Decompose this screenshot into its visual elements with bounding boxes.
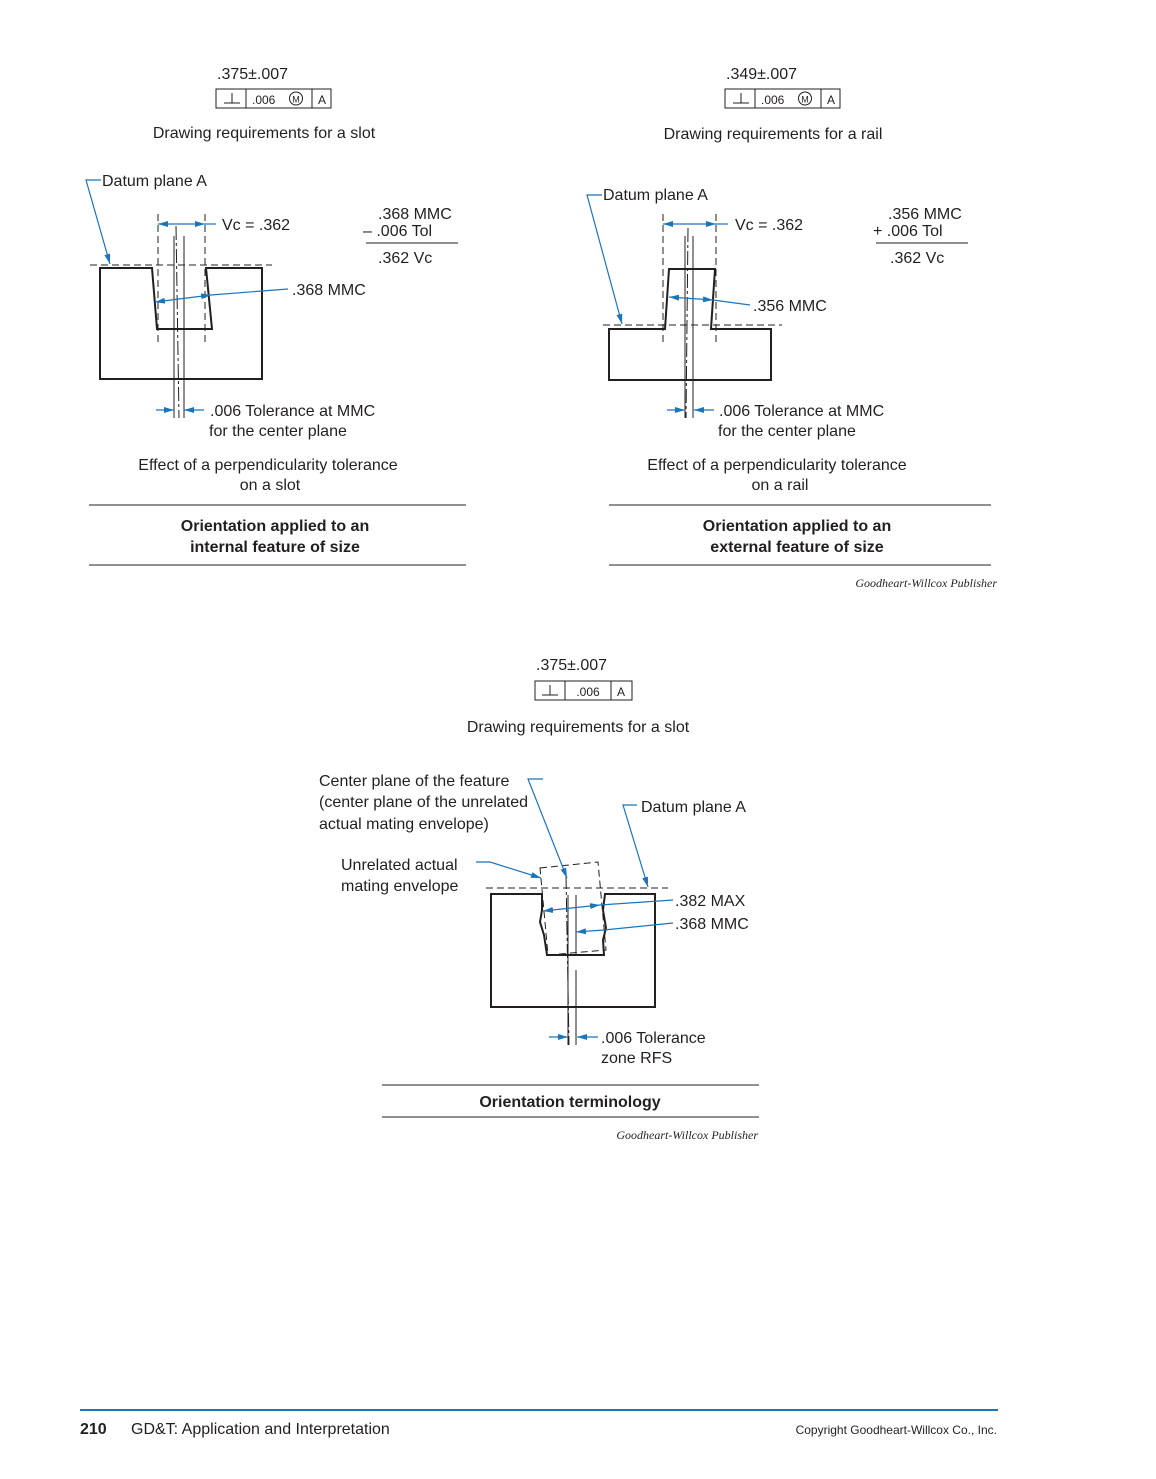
slot-title-line2: internal feature of size — [190, 539, 360, 556]
slot-feature-control-frame: .006 M A — [215, 88, 332, 109]
slot-tol-line1: .006 Tolerance at MMC — [210, 403, 375, 420]
slot-part-outline — [99, 267, 263, 380]
term-center-line2: (center plane of the unrelated — [319, 794, 528, 811]
term-credit: Goodheart-Willcox Publisher — [616, 1128, 758, 1142]
term-tol-line2: zone RFS — [601, 1050, 672, 1067]
slot-fcf-datum: A — [318, 93, 326, 107]
mmc-modifier-icon — [289, 91, 303, 106]
perpendicularity-symbol-icon — [733, 93, 749, 104]
slot-fcf-modifier: M — [292, 95, 300, 105]
rail-tol-line1: .006 Tolerance at MMC — [719, 403, 884, 420]
rail-fcf-datum: A — [827, 93, 835, 107]
rail-mmc-label: .356 MMC — [753, 298, 827, 315]
slot-tol-line2: for the center plane — [209, 423, 347, 440]
rail-calc-result: .362 Vc — [890, 250, 944, 267]
figure-rail: .349±.007 .006 M A Drawing requirements … — [586, 66, 997, 590]
slot-datum-leader — [85, 179, 111, 265]
term-center-line1: Center plane of the feature — [319, 773, 509, 790]
figure-terminology: .375±.007 .006 A Drawing requirements fo… — [319, 657, 759, 1142]
perpendicularity-symbol-icon — [542, 685, 558, 696]
term-center-line3: actual mating envelope) — [319, 816, 489, 833]
slot-title-line1: Orientation applied to an — [181, 518, 369, 535]
term-mmc-label: .368 MMC — [675, 916, 749, 933]
rail-part-outline — [608, 268, 772, 381]
book-title: GD&T: Application and Interpretation — [131, 1421, 390, 1438]
rail-effect-line2: on a rail — [752, 477, 809, 494]
rail-vc-label: Vc = .362 — [735, 217, 803, 234]
term-datum-label: Datum plane A — [641, 799, 746, 816]
mmc-modifier-icon — [798, 91, 812, 106]
slot-center-plane — [175, 225, 180, 419]
term-fcf-tolerance: .006 — [576, 685, 600, 699]
rail-caption-top: Drawing requirements for a rail — [664, 126, 883, 143]
term-max-label: .382 MAX — [675, 893, 746, 910]
term-max-dimension-line — [542, 903, 601, 913]
term-envelope-line2: mating envelope — [341, 878, 459, 895]
perpendicularity-symbol-icon — [224, 93, 240, 104]
slot-caption-top: Drawing requirements for a slot — [153, 125, 376, 142]
page-footer: 210 GD&T: Application and Interpretation… — [80, 1409, 998, 1438]
term-feature-control-frame: .006 A — [534, 680, 633, 701]
slot-dimension: .375±.007 — [217, 66, 288, 83]
rail-effect-line1: Effect of a perpendicularity tolerance — [647, 457, 907, 474]
rail-calc-line1: .356 MMC — [888, 206, 962, 223]
rail-title-line1: Orientation applied to an — [703, 518, 891, 535]
rail-fcf-modifier: M — [801, 95, 809, 105]
slot-fcf-tolerance: .006 — [252, 93, 276, 107]
term-part-outline — [490, 893, 656, 1008]
rail-datum-label: Datum plane A — [603, 187, 708, 204]
term-envelope-leader — [476, 861, 542, 879]
rail-dimension: .349±.007 — [726, 66, 797, 83]
slot-calc-line1: .368 MMC — [378, 206, 452, 223]
term-caption-top: Drawing requirements for a slot — [467, 719, 690, 736]
slot-datum-label: Datum plane A — [102, 173, 207, 190]
term-mmc-dimension-line — [575, 928, 605, 935]
term-fcf-datum: A — [617, 685, 625, 699]
term-mating-envelope — [539, 861, 607, 956]
slot-calc-line2: – .006 Tol — [363, 223, 432, 240]
rail-calc-line2: + .006 Tol — [873, 223, 943, 240]
slot-effect-line1: Effect of a perpendicularity tolerance — [138, 457, 398, 474]
rail-datum-leader — [586, 194, 623, 325]
term-envelope-line1: Unrelated actual — [341, 857, 458, 874]
term-tol-line1: .006 Tolerance — [601, 1030, 706, 1047]
slot-calc-result: .362 Vc — [378, 250, 432, 267]
rail-tol-line2: for the center plane — [718, 423, 856, 440]
rail-center-plane — [685, 227, 689, 419]
slot-effect-line2: on a slot — [240, 477, 301, 494]
rail-feature-control-frame: .006 M A — [724, 88, 841, 109]
rail-title-line2: external feature of size — [710, 539, 884, 556]
slot-mmc-label: .368 MMC — [292, 282, 366, 299]
term-title: Orientation terminology — [479, 1094, 660, 1111]
rail-mmc-dimension-line — [668, 294, 714, 303]
page-number: 210 — [80, 1421, 107, 1438]
rail-credit: Goodheart-Willcox Publisher — [855, 576, 997, 590]
figure-slot: .375±.007 .006 M A Drawing requirements … — [85, 66, 466, 566]
rail-fcf-tolerance: .006 — [761, 93, 785, 107]
copyright-text: Copyright Goodheart-Willcox Co., Inc. — [796, 1423, 997, 1437]
slot-vc-label: Vc = .362 — [222, 217, 290, 234]
term-dimension: .375±.007 — [536, 657, 607, 674]
term-center-plane-leader — [527, 778, 568, 879]
slot-mmc-dimension-line — [154, 293, 212, 304]
term-datum-leader — [622, 804, 649, 888]
